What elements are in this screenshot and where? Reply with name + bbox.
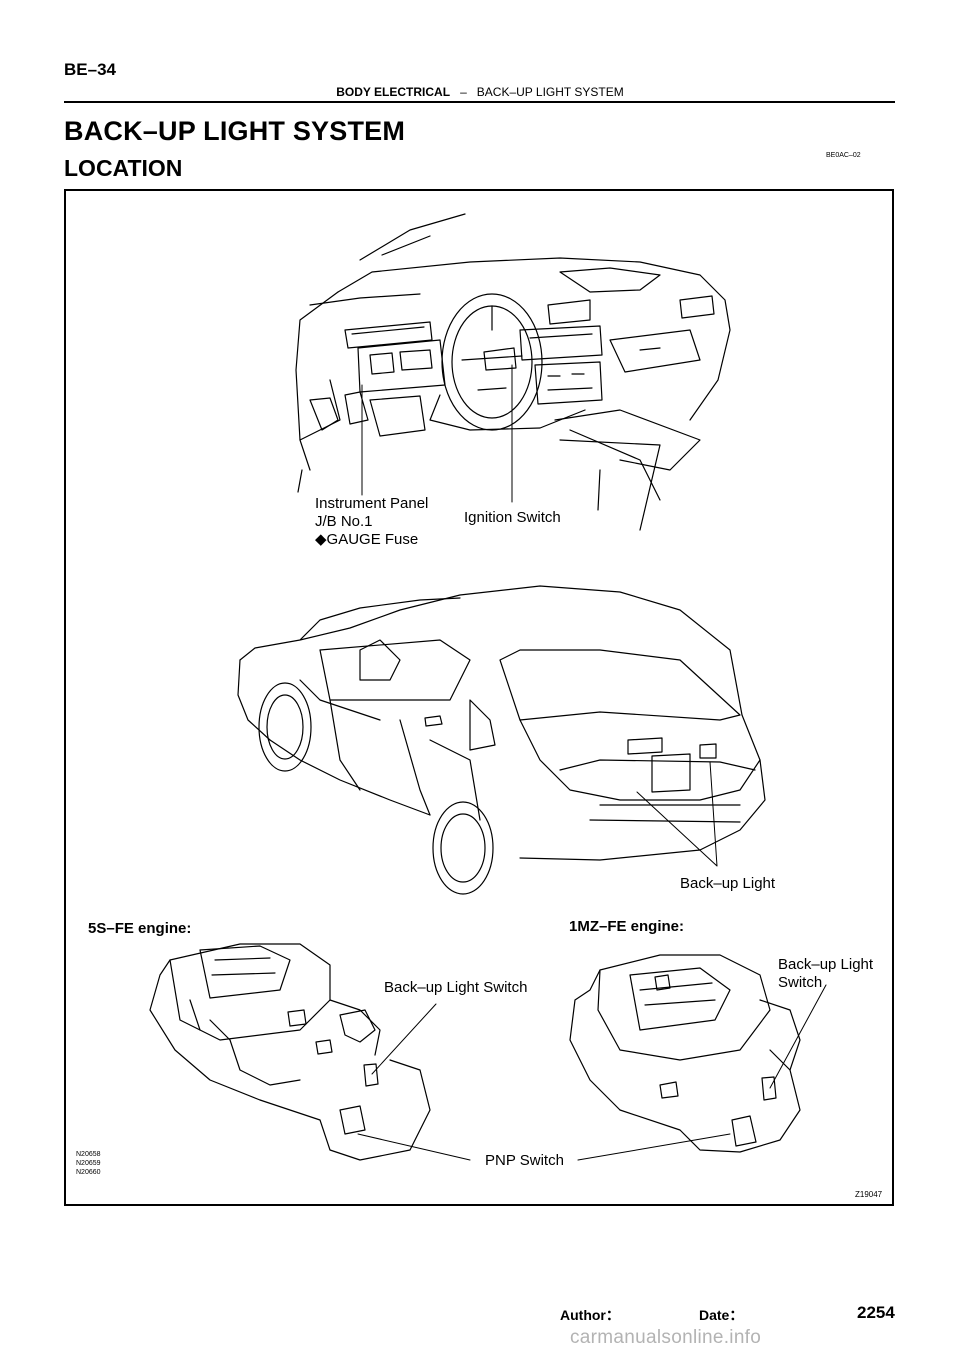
engine-5s-label: 5S–FE engine:	[88, 920, 192, 937]
figure-code: Z19047	[855, 1190, 883, 1199]
part-codes: N20658 N20659 N20660	[76, 1150, 101, 1177]
footer-author-label: Author：	[560, 1307, 620, 1323]
dashboard-drawing	[295, 213, 731, 531]
part-code: N20658	[76, 1151, 101, 1158]
figure-frame	[64, 189, 894, 1206]
running-header: BODY ELECTRICAL – BACK–UP LIGHT SYSTEM	[0, 85, 960, 99]
backup-light-label: Back–up Light	[680, 875, 776, 892]
engine-1mz-label: 1MZ–FE engine:	[569, 918, 685, 935]
ignition-switch-label: Ignition Switch	[464, 509, 561, 526]
page-title: BACK–UP LIGHT SYSTEM	[64, 116, 406, 146]
header-section: BODY ELECTRICAL	[336, 85, 451, 99]
engine-1mz-drawing	[569, 954, 801, 1153]
header-subsection: BACK–UP LIGHT SYSTEM	[476, 85, 624, 99]
footer-date-label: Date：	[699, 1307, 744, 1323]
header-rule	[64, 101, 895, 103]
backup-switch-1mz-label-line2: Switch	[778, 974, 823, 991]
gauge-fuse-label: ◆GAUGE Fuse	[315, 531, 419, 548]
engine-5s-drawing	[149, 943, 431, 1161]
pnp-switch-label: PNP Switch	[485, 1152, 564, 1169]
header-separator: –	[460, 85, 467, 99]
backup-switch-5s-label: Back–up Light Switch	[384, 979, 528, 996]
backup-switch-1mz-label-line1: Back–up Light	[778, 956, 874, 973]
page-number: BE–34	[64, 60, 116, 79]
footer-page-number: 2254	[857, 1303, 895, 1322]
watermark: carmanualsonline.info	[570, 1327, 762, 1348]
backup-switch-1mz-label: Back–up Light Switch	[778, 956, 873, 992]
section-title: LOCATION	[64, 155, 183, 181]
location-illustration	[149, 213, 827, 1161]
instrument-panel-label-line1: Instrument Panel	[315, 495, 429, 512]
instrument-panel-label-line2: J/B No.1	[315, 513, 373, 530]
part-code: N20660	[76, 1169, 101, 1176]
instrument-panel-label: Instrument Panel J/B No.1 ◆GAUGE Fuse	[315, 495, 428, 549]
car-drawing	[237, 585, 766, 895]
part-code: N20659	[76, 1160, 101, 1167]
doc-code: BE0AC–02	[826, 152, 861, 159]
leader-lines	[357, 364, 827, 1161]
